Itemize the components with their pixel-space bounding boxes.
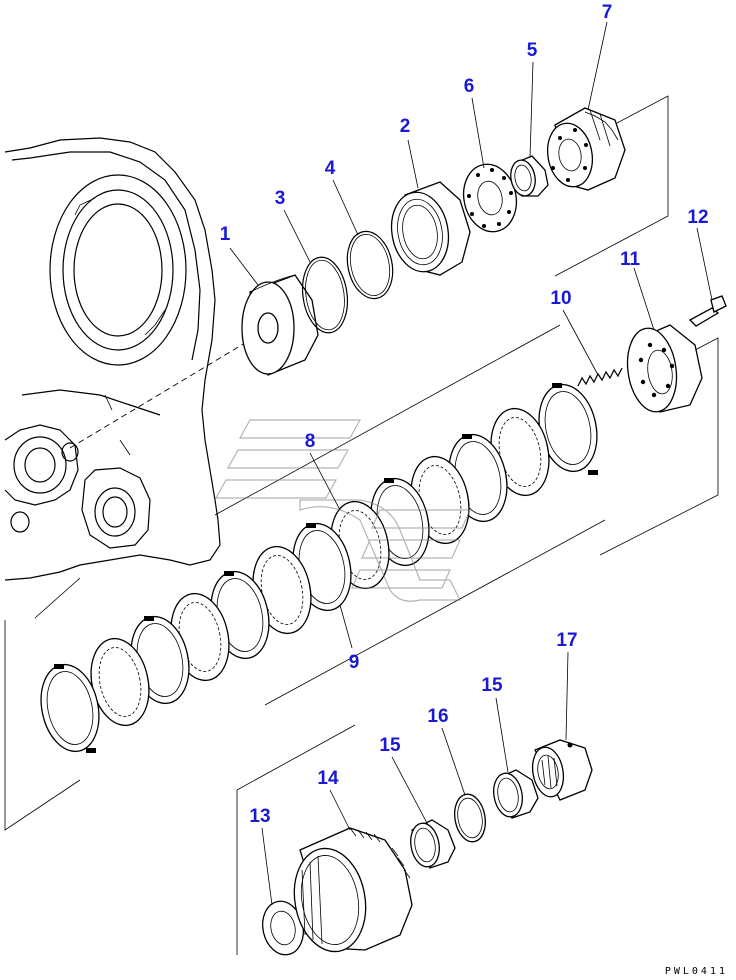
part-2-cylinder (390, 181, 471, 276)
separator-plate-1 (538, 383, 598, 475)
part-3-seal-ring (301, 256, 349, 334)
callout-11: 11 (620, 249, 641, 270)
callout-15-lower: 15 (379, 735, 401, 756)
separator-plate-7 (40, 663, 100, 753)
transmission-housing (4, 137, 221, 581)
bottom-group-bracket (236, 724, 356, 955)
callout-13: 13 (249, 806, 270, 827)
callout-12: 12 (687, 207, 708, 228)
callout-8: 8 (305, 431, 316, 452)
middle-group-bracket-right (599, 337, 719, 556)
part-1-piston (241, 274, 319, 376)
part-6-plate (462, 163, 518, 233)
top-group-bracket (554, 95, 669, 277)
callout-2: 2 (400, 116, 411, 137)
part-16-snap-ring (454, 793, 486, 843)
callout-3: 3 (275, 188, 286, 209)
callout-9: 9 (349, 652, 360, 673)
part-17-needle-bearing (531, 739, 593, 801)
drawing-code: PWL0411 (665, 966, 728, 977)
watermark-logo (214, 419, 471, 602)
callout-1: 1 (220, 224, 231, 245)
callout-10: 10 (550, 288, 571, 309)
callout-17: 17 (556, 630, 577, 651)
callout-5: 5 (527, 40, 538, 61)
part-14-clutch-drum (293, 827, 413, 953)
callout-15-upper: 15 (481, 675, 503, 696)
part-10-spring (577, 367, 623, 387)
part-11-end-plate (626, 324, 703, 413)
center-line (69, 342, 246, 449)
middle-group-bracket (4, 620, 81, 831)
callout-4: 4 (325, 158, 336, 179)
part-5-bushing (510, 155, 549, 197)
leader-lines (229, 21, 713, 906)
callout-14: 14 (317, 768, 339, 789)
callout-7: 7 (602, 2, 613, 23)
part-13-washer (261, 900, 305, 956)
part-7-hub (546, 107, 626, 191)
callout-16: 16 (427, 706, 448, 727)
part-15-bushing-lower (410, 819, 456, 869)
part-4-seal-ring (346, 230, 394, 300)
part-15-bushing-upper (493, 769, 539, 819)
part-12-bolt (688, 295, 727, 327)
callout-6: 6 (464, 76, 475, 97)
clutch-disc-stack (34, 324, 606, 753)
